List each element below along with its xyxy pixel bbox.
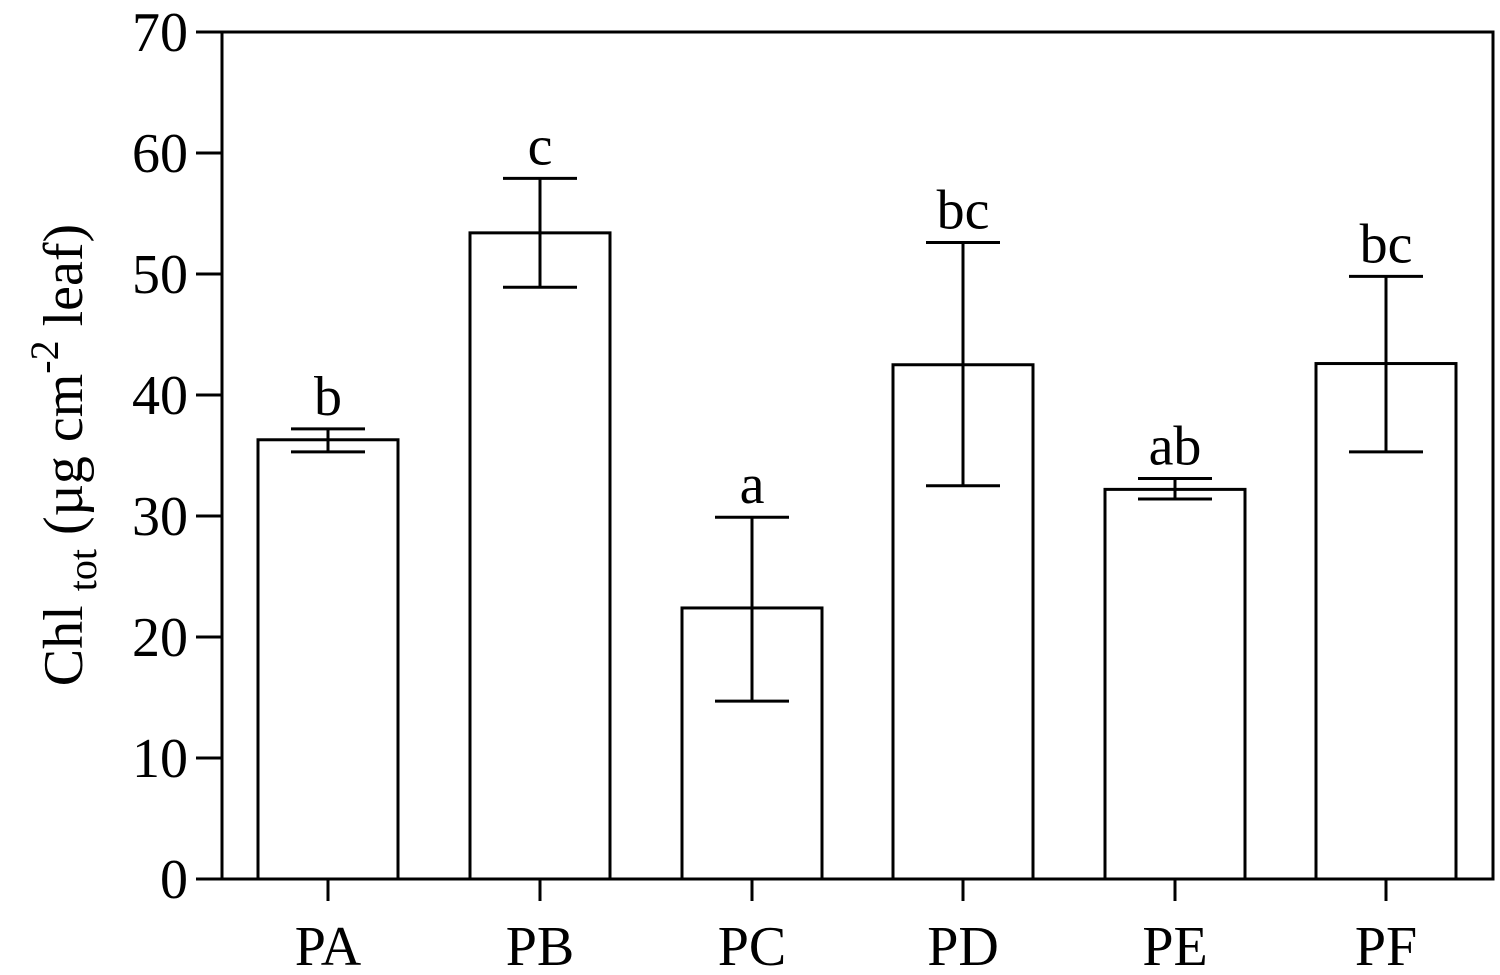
significance-letter: a	[740, 454, 765, 516]
x-tick-label: PF	[1355, 916, 1417, 975]
bar-pa	[256, 438, 400, 881]
y-tick-label: 20	[132, 607, 188, 669]
y-tick-label: 40	[132, 365, 188, 427]
x-tick-label: PD	[927, 916, 999, 975]
significance-letter: b	[314, 366, 342, 428]
x-tick-label: PB	[506, 916, 575, 975]
bar-pe	[1103, 487, 1247, 881]
bar-pb	[468, 231, 612, 881]
significance-letter: ab	[1149, 415, 1202, 477]
y-tick-label: 50	[132, 244, 188, 306]
y-tick-label: 30	[132, 486, 188, 548]
significance-letter: c	[528, 115, 553, 177]
y-tick-label: 0	[160, 849, 188, 911]
significance-letter: bc	[937, 180, 990, 242]
x-tick-label: PE	[1142, 916, 1207, 975]
y-tick-label: 60	[132, 123, 188, 185]
x-tick-label: PC	[718, 916, 787, 975]
y-tick-label: 10	[132, 728, 188, 790]
plot-frame	[220, 30, 1495, 881]
x-tick-label: PA	[295, 916, 362, 975]
y-tick-label: 70	[132, 2, 188, 64]
y-axis-label: Chl tot (µg cm-2 leaf)	[22, 224, 105, 686]
significance-letter: bc	[1360, 213, 1413, 275]
